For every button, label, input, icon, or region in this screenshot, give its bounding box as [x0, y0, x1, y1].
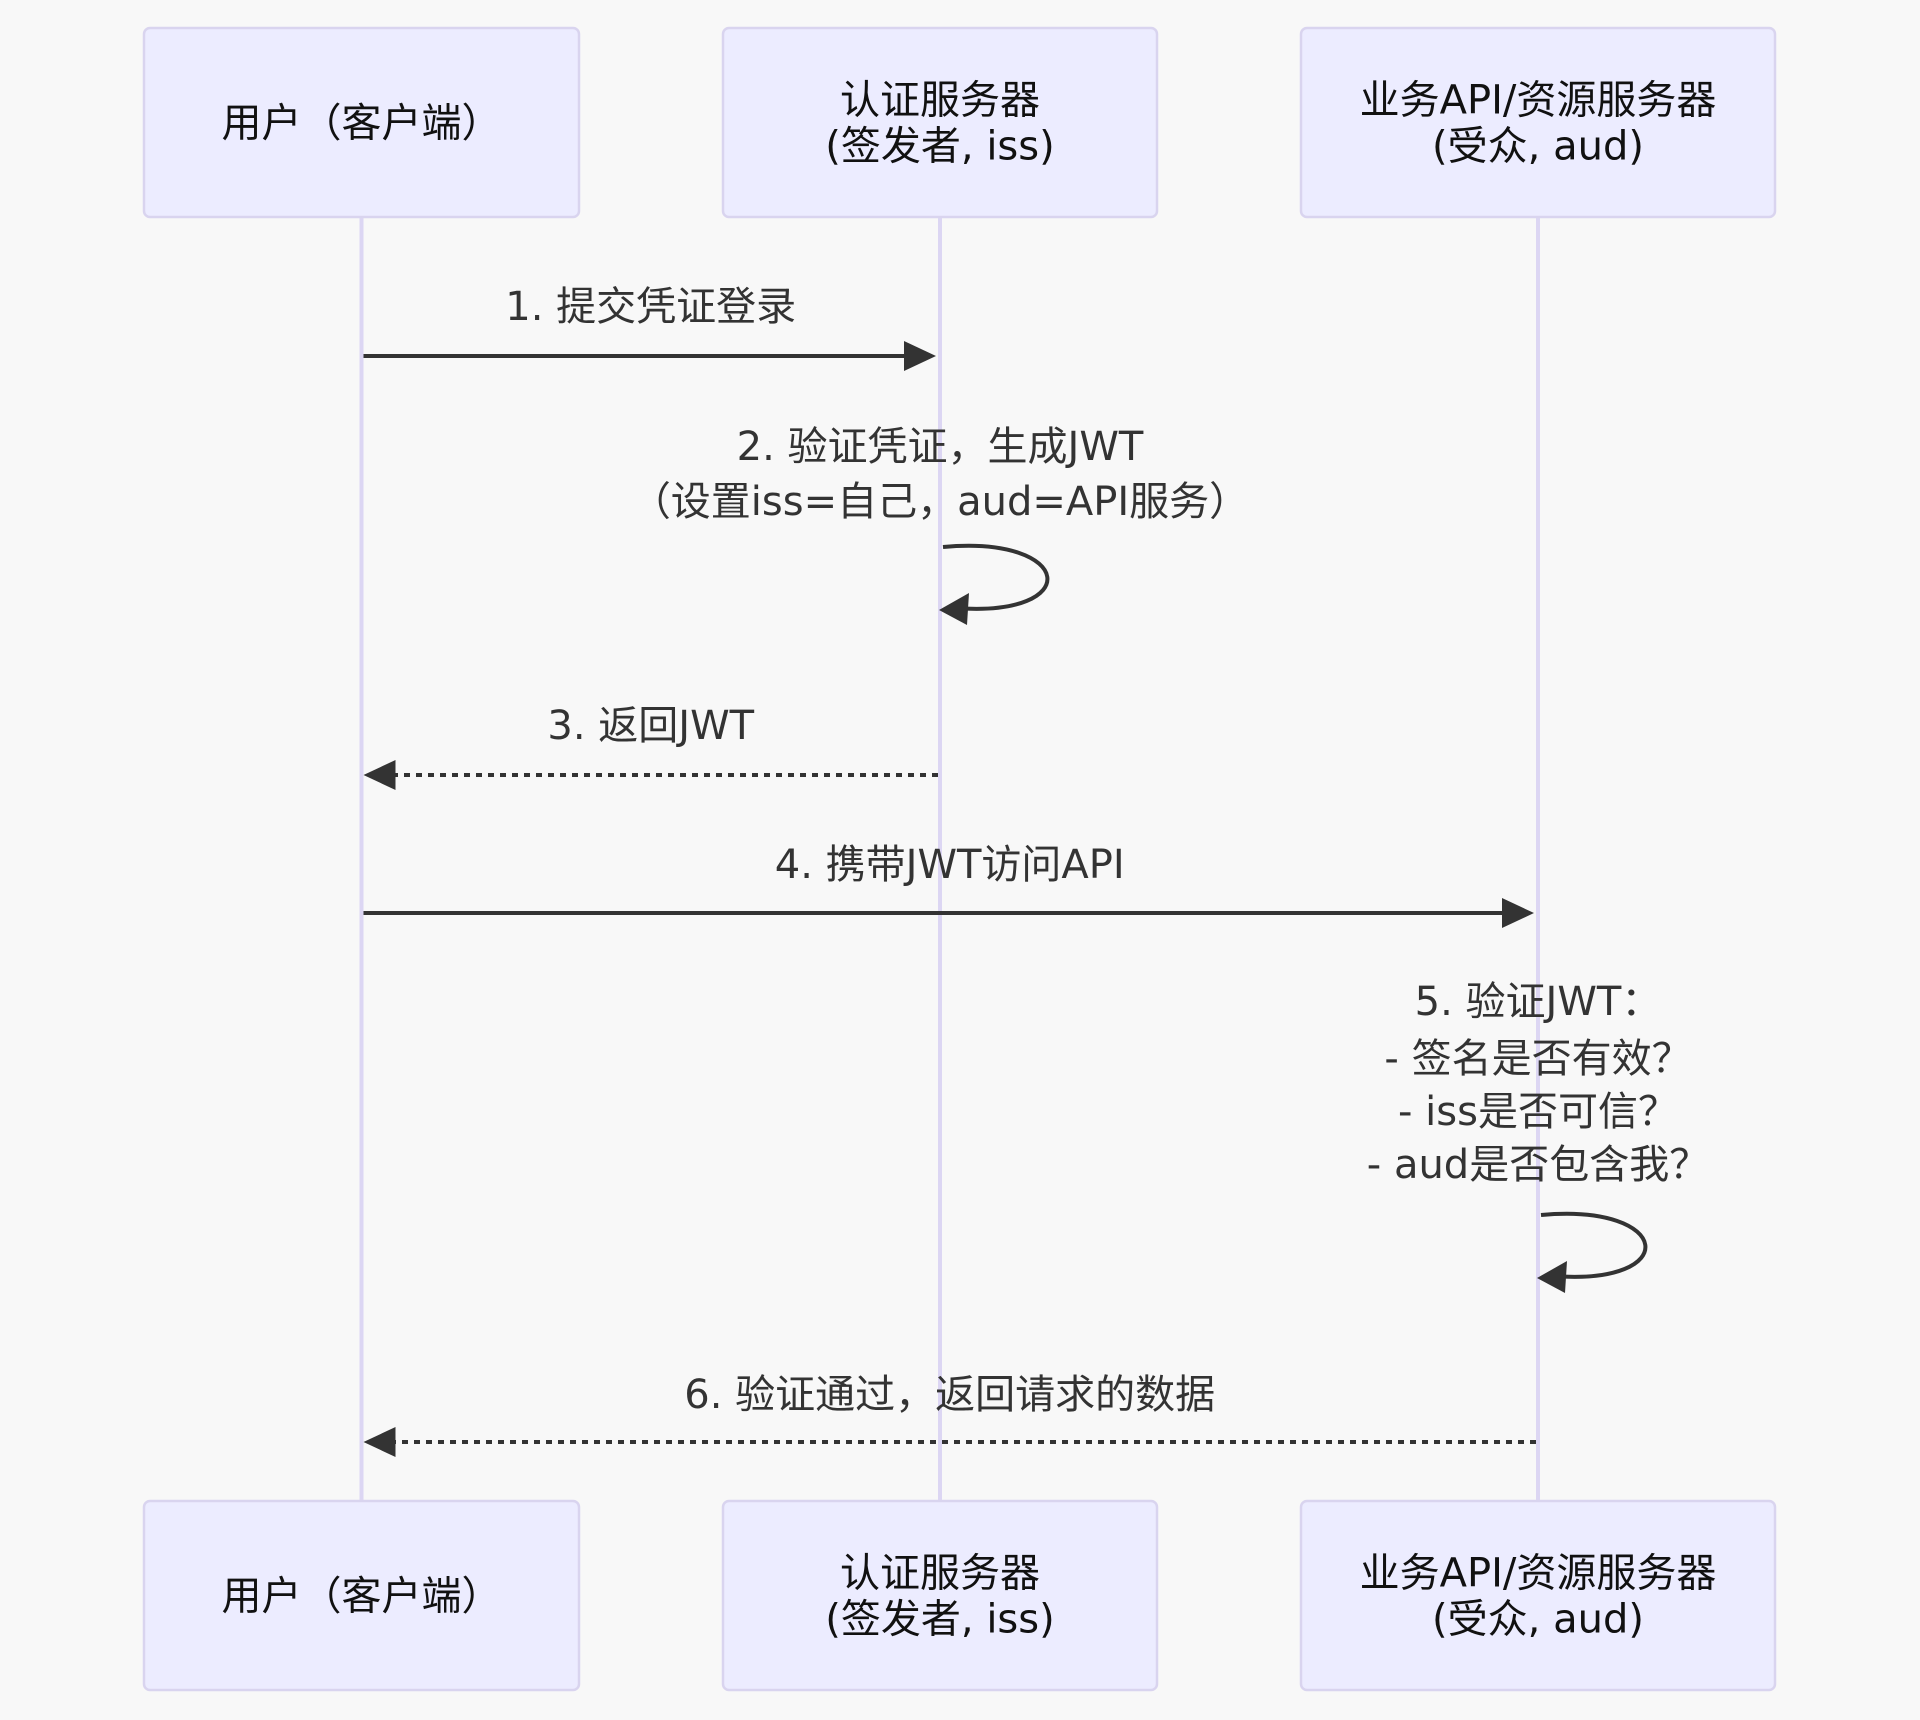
arrowhead: [1502, 898, 1534, 928]
actor-box: [721, 26, 1159, 219]
actor-user-top: 用户（客户端）: [142, 26, 581, 219]
actor-box: [1299, 26, 1777, 219]
message-label: - iss是否可信？: [1398, 1089, 1678, 1135]
message-label: 3. 返回JWT: [547, 703, 754, 749]
actor-label: 认证服务器: [840, 78, 1040, 124]
actor-api-bottom: 业务API/资源服务器(受众, aud): [1299, 1499, 1777, 1692]
message-5: 5. 验证JWT： - 签名是否有效？ - iss是否可信？ - aud是否包含我？: [1367, 979, 1709, 1293]
arrowhead: [1537, 1261, 1567, 1293]
actor-box: [142, 26, 581, 219]
message-1: 1. 提交凭证登录: [363, 284, 936, 371]
actor-api-top: 业务API/资源服务器(受众, aud): [1299, 26, 1777, 219]
actor-label: (受众, aud): [1432, 124, 1644, 170]
arrowhead: [939, 593, 969, 625]
actor-label: (签发者, iss): [825, 1597, 1054, 1643]
actor-label: 用户（客户端）: [222, 1574, 502, 1620]
actor-box: [721, 1499, 1159, 1692]
message-2: 2. 验证凭证，生成JWT （设置iss=自己，aud=API服务）: [631, 424, 1249, 625]
message-6: 6. 验证通过，返回请求的数据: [363, 1372, 1536, 1457]
actor-label: 用户（客户端）: [222, 101, 502, 147]
message-label: 1. 提交凭证登录: [505, 284, 796, 330]
actor-auth-top: 认证服务器(签发者, iss): [721, 26, 1159, 219]
message-label: （设置iss=自己，aud=API服务）: [631, 479, 1249, 525]
message-label: - aud是否包含我？: [1367, 1142, 1709, 1188]
actor-user-bottom: 用户（客户端）: [142, 1499, 581, 1692]
message-label: 4. 携带JWT访问API: [775, 842, 1125, 888]
self-loop-arrow: [942, 543, 1050, 611]
message-4: 4. 携带JWT访问API: [363, 842, 1534, 928]
arrowhead: [363, 1427, 396, 1457]
actor-label: 业务API/资源服务器: [1360, 1551, 1717, 1597]
actor-label: 认证服务器: [840, 1551, 1040, 1597]
actor-box: [142, 1499, 581, 1692]
actor-label: (受众, aud): [1432, 1597, 1644, 1643]
actor-label: (签发者, iss): [825, 124, 1054, 170]
message-label: 2. 验证凭证，生成JWT: [737, 424, 1144, 470]
message-label: 6. 验证通过，返回请求的数据: [684, 1372, 1215, 1418]
self-loop-arrow: [1540, 1211, 1648, 1279]
arrowhead: [904, 341, 936, 371]
message-label: - 签名是否有效？: [1384, 1036, 1691, 1082]
actor-box: [1299, 1499, 1777, 1692]
actor-label: 业务API/资源服务器: [1360, 78, 1717, 124]
arrowhead: [363, 760, 396, 790]
message-label: 5. 验证JWT：: [1415, 979, 1662, 1025]
actor-auth-bottom: 认证服务器(签发者, iss): [721, 1499, 1159, 1692]
message-3: 3. 返回JWT: [363, 703, 938, 790]
